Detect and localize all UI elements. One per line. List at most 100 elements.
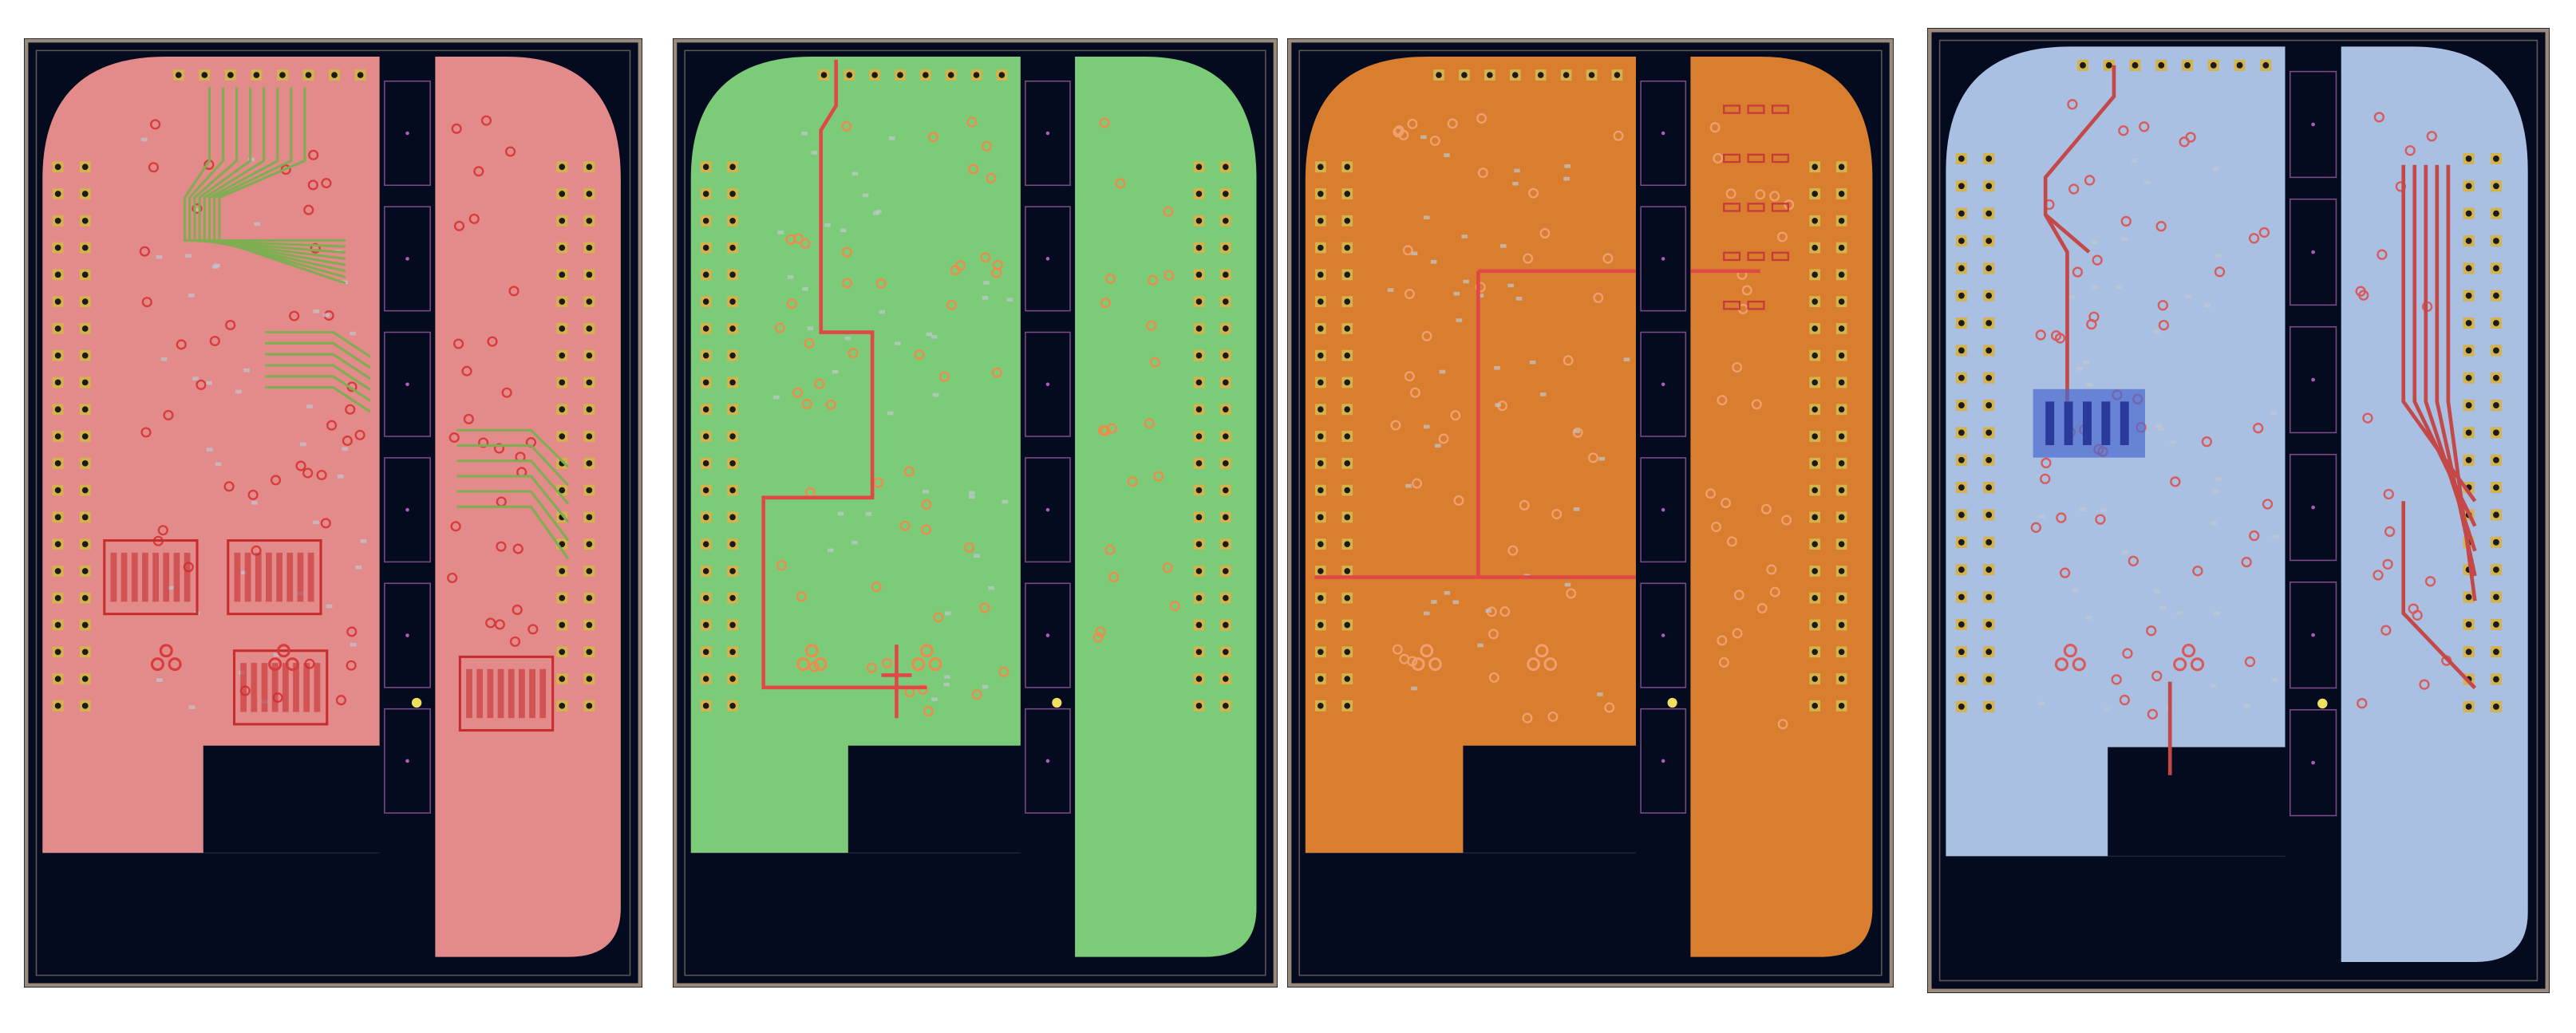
header-pin-hole [1436,72,1442,78]
smd-pad [2072,588,2079,593]
via [991,367,1002,378]
header-pin-hole [559,379,566,386]
smd-pad [156,254,163,259]
smd-pad [360,539,367,543]
smd-pad [968,495,975,499]
header-pin-hole [1223,271,1229,278]
via [964,542,975,553]
smd-pad [1512,181,1519,186]
via [986,172,997,183]
via [310,242,321,254]
header-pin-hole [1318,649,1324,656]
signal-trace [456,459,570,505]
smd-pad [1529,360,1536,365]
header-pin-hole [729,352,736,359]
smd-pad [2091,240,2098,244]
regulator-pad [796,657,811,672]
header-pin-hole [54,433,61,440]
strip-block [1025,708,1071,814]
via [139,246,150,257]
smd-pad [2038,701,2045,706]
strip-block [1640,708,1687,814]
via [1705,488,1717,499]
strip-block [1025,582,1071,688]
ic-footprint [458,655,555,732]
header-pin-hole [1318,271,1324,278]
header-pin-hole [1985,704,1993,710]
via [2384,526,2396,538]
smd-pad [2153,329,2160,334]
regulator-pad [1527,657,1540,672]
via [223,481,235,492]
pin-header [818,69,1008,81]
via [1438,433,1449,444]
header-pin-hole [2465,183,2472,190]
led-marker [1052,697,1062,708]
header-pin-hole [729,379,736,386]
signal-trace [203,87,346,266]
header-pin-hole [1223,191,1229,197]
regulator-pad [168,657,182,672]
signal-trace [2446,164,2477,601]
smd-pad [851,172,859,176]
smd-pad [2212,167,2219,171]
ic-pin [266,552,272,602]
smd-pad [2092,285,2099,290]
via [176,339,187,350]
header-pin-hole [54,568,61,574]
via [342,436,353,447]
header-pin-hole [586,568,593,574]
smd-footprint [1747,300,1765,310]
smd-pad [1411,686,1417,691]
signal-trace [265,386,371,413]
via [2241,557,2252,568]
header-pin-hole [1223,594,1229,601]
header-pin-hole [81,568,89,574]
via [804,337,815,349]
header-pin-hole [1811,244,1818,251]
via [933,612,944,623]
via [1733,589,1744,601]
ic-pin [261,663,268,712]
header-pin-hole [1344,217,1351,224]
header-pin-hole [1223,676,1229,682]
header-pin-hole [559,568,566,574]
via [1717,635,1728,646]
header-pin-hole [1811,676,1818,682]
header-pin-hole [1958,511,1965,518]
via [1613,130,1624,141]
header-pin-hole [1223,459,1229,467]
smd-pad [982,296,989,300]
header-pin-hole [54,325,61,332]
header-pin-hole [2493,265,2499,272]
header-pin-hole [1318,676,1324,682]
smd-pad [1444,153,1450,157]
via [923,706,934,717]
via [346,626,358,637]
via [1095,626,1106,637]
smd-pad [1461,235,1468,239]
smd-footprint [1771,203,1789,212]
via [2151,670,2163,682]
via [796,591,807,602]
header-pin-hole [201,72,208,78]
strip-block [384,331,431,437]
header-pin-hole [729,191,736,197]
via [453,220,465,231]
smd-pad [2214,476,2222,481]
pcb-svg [1287,38,1894,988]
header-pin-hole [54,298,61,305]
smd-footprint [1723,203,1741,212]
header-pin-hole [1985,156,1993,162]
header-pin-hole [1985,374,1993,381]
header-pin-hole [586,325,593,332]
led-marker [411,697,422,708]
smd-pad [350,642,357,647]
header-pin-hole [1344,676,1351,682]
header-pin-hole [1985,347,1993,354]
header-pin-hole [1985,538,1993,546]
ic-pin [121,552,128,602]
board-outline [24,38,642,988]
header-pin-hole [1838,298,1845,305]
